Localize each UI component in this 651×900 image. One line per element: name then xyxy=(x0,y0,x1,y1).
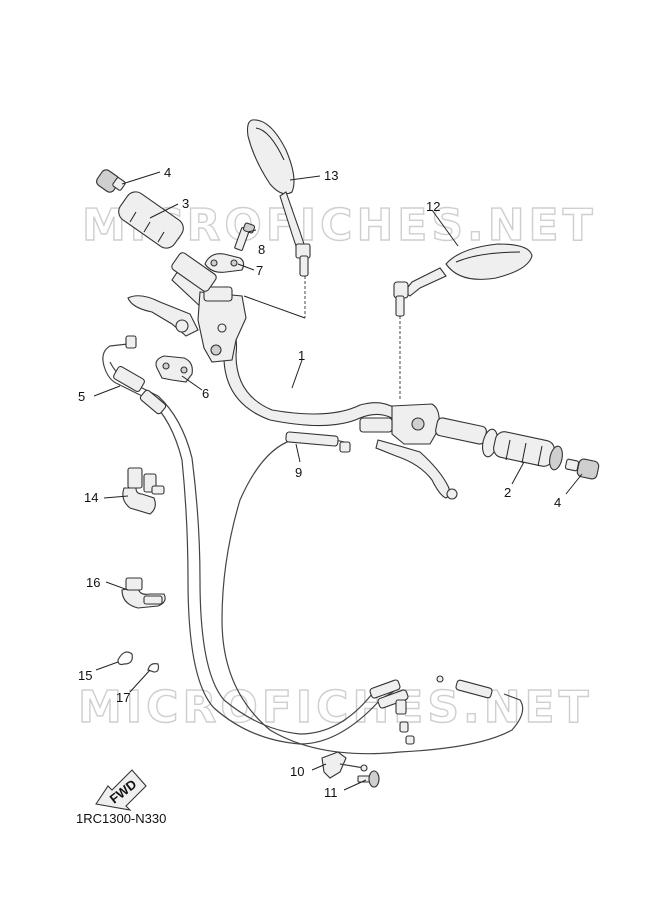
leader-lines xyxy=(93,171,583,791)
fwd-arrow: FWD xyxy=(95,769,147,811)
callout-16: 16 xyxy=(86,575,100,590)
callout-6: 6 xyxy=(202,386,209,401)
right-brake-lever xyxy=(375,439,458,500)
callout-4-left: 4 xyxy=(164,165,171,180)
clutch-cable xyxy=(221,431,524,755)
watermark-bottom: MICROFICHES.NET xyxy=(78,682,593,733)
master-cylinder-holder xyxy=(155,355,193,383)
holder-clamp xyxy=(204,253,245,273)
left-grip xyxy=(118,191,184,249)
callout-5: 5 xyxy=(78,389,85,404)
callout-12: 12 xyxy=(426,199,440,214)
callout-4-right: 4 xyxy=(554,495,561,510)
callout-15: 15 xyxy=(78,668,92,683)
left-rear-view-mirror xyxy=(246,119,311,318)
band xyxy=(117,651,133,666)
throttle-grip xyxy=(435,417,563,471)
diagram-code: 1RC1300-N330 xyxy=(76,811,166,826)
right-rear-view-mirror xyxy=(393,243,533,400)
cable-clamp xyxy=(321,751,368,779)
screw-bolt xyxy=(234,222,256,251)
left-bar-end-weight xyxy=(96,169,126,193)
clamp-bolt xyxy=(357,770,380,788)
callout-17: 17 xyxy=(116,690,130,705)
right-bar-end-weight xyxy=(564,458,600,480)
cable-holder-lower xyxy=(121,577,166,609)
band-small xyxy=(147,663,160,673)
callout-13: 13 xyxy=(324,168,338,183)
right-switch-housing xyxy=(359,403,440,445)
left-clutch-lever xyxy=(127,295,199,337)
cable-ends-lower xyxy=(369,675,493,745)
callout-10: 10 xyxy=(290,764,304,779)
callout-3: 3 xyxy=(182,196,189,211)
callout-8: 8 xyxy=(258,242,265,257)
callout-14: 14 xyxy=(84,490,98,505)
callout-9: 9 xyxy=(295,465,302,480)
callout-11: 11 xyxy=(324,785,338,800)
callout-7: 7 xyxy=(256,263,263,278)
cable-holder-upper xyxy=(122,467,165,515)
left-switch-housing xyxy=(197,286,247,363)
left-bar-pipe xyxy=(171,252,217,292)
callout-1: 1 xyxy=(298,348,305,363)
mirror-guide-line xyxy=(243,295,306,319)
throttle-cable-assembly xyxy=(102,335,397,745)
callout-2: 2 xyxy=(504,485,511,500)
